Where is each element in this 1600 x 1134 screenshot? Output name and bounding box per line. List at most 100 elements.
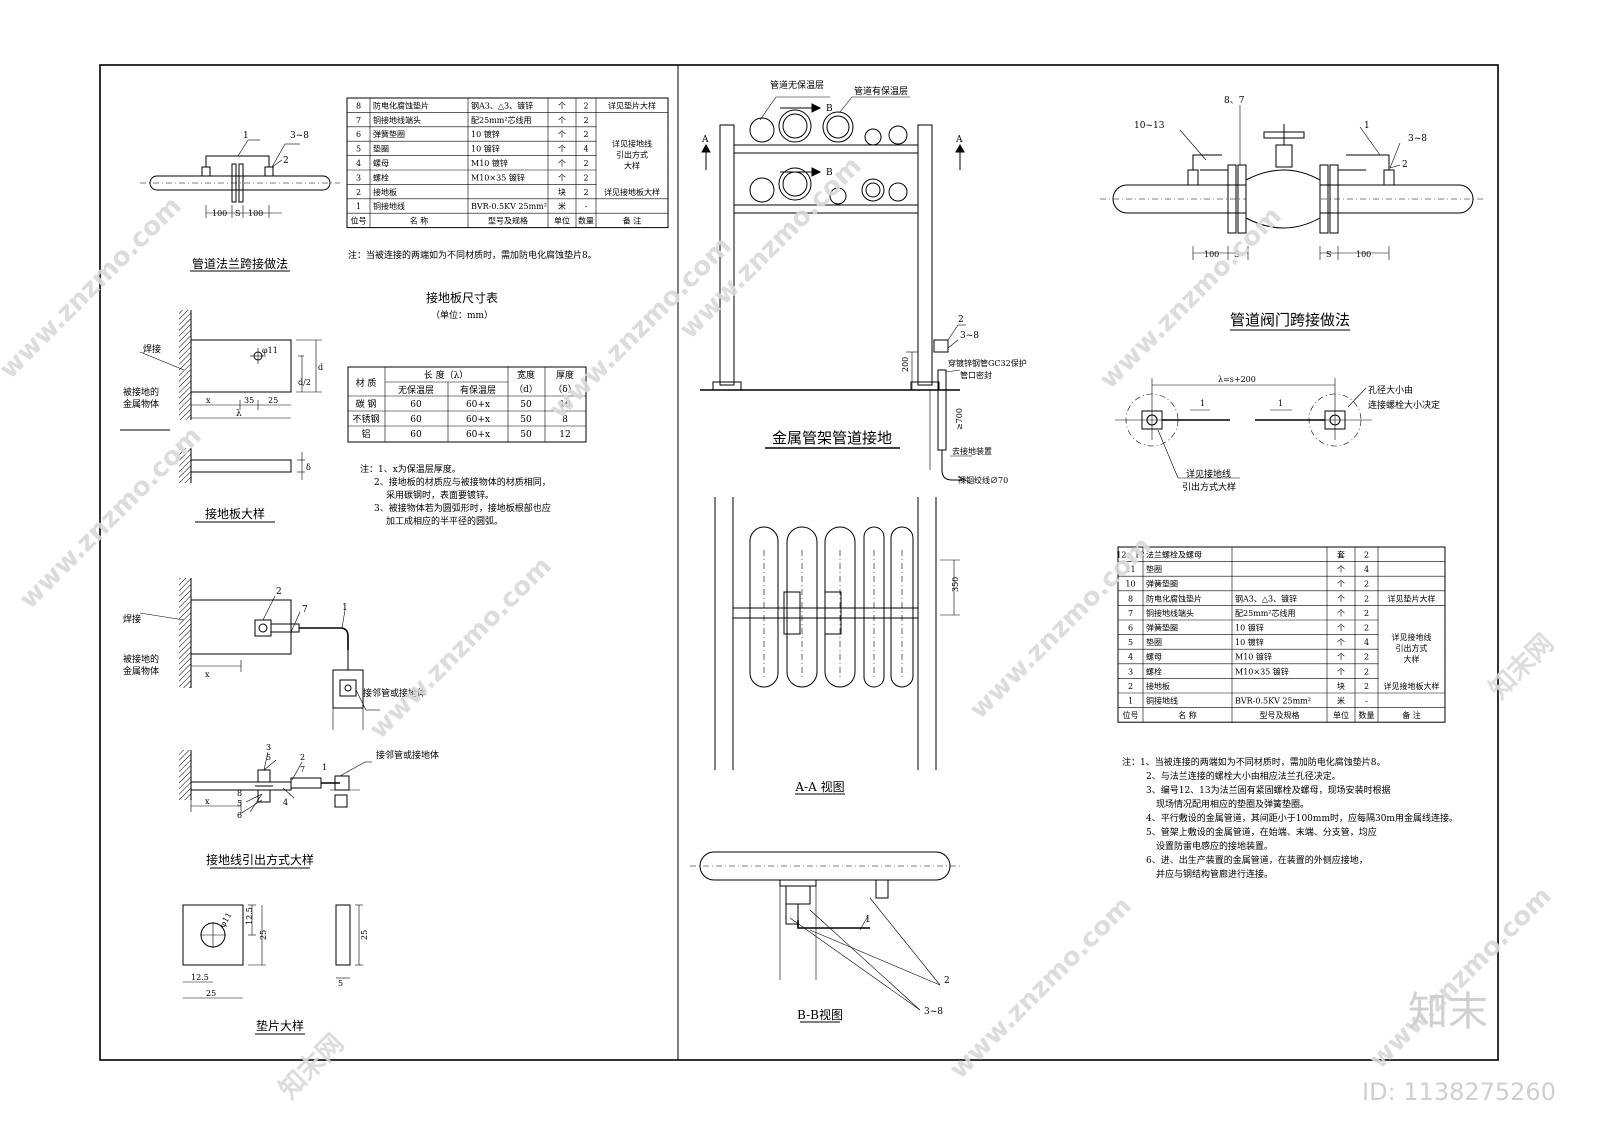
- washer-dim-5: 5: [338, 979, 343, 988]
- rtable-cell: 名 称: [1178, 710, 1197, 720]
- ltable-cell: 配25mm²芯线用: [471, 115, 532, 125]
- ltable-cell: 个: [558, 159, 566, 168]
- view-bb: [690, 851, 960, 1023]
- lead-detail-title: 接地线引出方式大样: [206, 852, 314, 867]
- ltable-cell: 备 注: [623, 216, 642, 226]
- ltable-cell: 详见接地板大样: [604, 187, 660, 197]
- rtable-merge-cell: [1378, 606, 1445, 693]
- plate-hole: φ11: [262, 346, 278, 355]
- rtable-cell: 10: [1125, 580, 1135, 589]
- lead-c1: 1: [342, 603, 348, 613]
- right-note: 现场情况配用相应的垫圈及弹簧垫圈。: [1156, 798, 1309, 810]
- washer-title: 垫片大样: [256, 1018, 304, 1033]
- rtable-cell: 2: [1364, 609, 1369, 618]
- valve-detail: [1100, 105, 1485, 331]
- rtable-cell: 防电化腐蚀垫片: [1146, 593, 1202, 603]
- right-note: 4、平行敷设的金属管道，其间距小于100mm时，应每隔30m用金属线连接。: [1146, 812, 1458, 824]
- pd-col-material: 材 质: [356, 377, 377, 389]
- pd-col-ins: 有保温层: [460, 384, 496, 396]
- valve-c10-13: 10~13: [1134, 121, 1165, 131]
- rtable-cell: 块: [1337, 681, 1345, 691]
- ltable-cell: 5: [356, 145, 361, 154]
- rtable-merge-note: 引出方式: [1396, 643, 1428, 653]
- rtable-cell: 个: [1337, 667, 1345, 676]
- washer-detail: [182, 904, 363, 1035]
- rack-dim-200: 200: [901, 357, 910, 372]
- rtable-cell: 配25mm²芯线用: [1235, 608, 1296, 618]
- plate-dim-d2: d/2: [298, 378, 311, 387]
- rtable-cell: 2: [1364, 551, 1369, 560]
- right-notes: 注：1、当被连接的两端如为不同材质时，需加防电化腐蚀垫片8。2、与法兰连接的螺栓…: [1122, 756, 1458, 880]
- ltable-cell: 8: [356, 101, 361, 110]
- rtable-cell: 1: [1128, 697, 1133, 706]
- plate-dim-notes: 注：1、x为保温层厚度。2、接地板的材质应与被接物体的材质相同，采用碳钢时，表面…: [360, 463, 551, 527]
- rack-c2: 2: [958, 315, 964, 325]
- ltable-cell: 米: [558, 201, 566, 211]
- rtable-cell: 2: [1364, 624, 1369, 633]
- rtable-cell: 11: [1125, 565, 1135, 574]
- flange-dim-100a: 100: [212, 209, 227, 218]
- lead-detail: [139, 578, 380, 730]
- aa-title: A-A 视图: [794, 779, 844, 794]
- ltable-cell: 螺母: [373, 158, 389, 168]
- plan-lead1: 详见接地线: [1186, 468, 1231, 480]
- rack-no-ins: 管道无保温层: [770, 79, 824, 91]
- lead-to-pipe: 接邻管或接地体: [363, 687, 426, 699]
- flange-callout-1: 1: [243, 131, 249, 141]
- rack-title: 金属管架管道接地: [772, 429, 892, 447]
- pd-col-thick: 厚度: [556, 369, 574, 381]
- rtable-cell: 型号及规格: [1260, 710, 1300, 720]
- plate-weld: 焊接: [143, 343, 161, 355]
- ltable-cell: M10 镀锌: [471, 158, 508, 168]
- pd-cell: 12: [559, 430, 570, 440]
- pd-cell: 碳 钢: [356, 398, 377, 410]
- pd-cell: 60+x: [466, 430, 490, 440]
- rack-a-left: A: [701, 135, 709, 145]
- pd-col-no-ins: 无保温层: [398, 384, 434, 396]
- valve-dim-sa: S: [1234, 250, 1239, 259]
- ltable-cell: 垫圈: [373, 144, 389, 154]
- ltable-cell: 10 镀锌: [471, 129, 500, 139]
- plate-dim-delta: δ: [306, 463, 311, 472]
- lead-c2b: 2: [300, 753, 305, 762]
- watermark-7: www.znzmo.com: [1094, 201, 1288, 395]
- washer-dim-125: 12.5: [245, 907, 254, 925]
- rtable-cell: 数量: [1359, 710, 1375, 720]
- plate-obj2: 金属物体: [123, 398, 159, 410]
- watermark-3: www.znzmo.com: [364, 551, 558, 745]
- ltable-cell: 位号: [351, 216, 367, 226]
- ltable-cell: 详见垫片大样: [608, 100, 656, 110]
- ltable-cell: 2: [583, 116, 588, 125]
- ltable-cell: 型号及规格: [488, 216, 528, 226]
- ltable-cell: 螺栓: [373, 172, 389, 182]
- watermark-8: www.znzmo.com: [944, 891, 1138, 1085]
- rtable-cell: 2: [1364, 580, 1369, 589]
- lead-c2: 2: [276, 587, 282, 597]
- watermark-1: www.znzmo.com: [0, 191, 188, 385]
- pd-cell: 10: [559, 400, 571, 410]
- ltable-cell: 防电化腐蚀垫片: [373, 100, 429, 110]
- flange-detail: [140, 139, 340, 272]
- lead-c8: 8: [237, 789, 242, 798]
- sheet-border: [99, 64, 1499, 1061]
- rtable-cell: 个: [1337, 624, 1345, 633]
- rtable-cell: M10×35 镀锌: [1235, 666, 1289, 676]
- plan-hole2: 连接螺栓大小决定: [1368, 399, 1440, 411]
- pd-note: 采用碳钢时，表面要镀锌。: [386, 489, 494, 501]
- lead-detail-bolted: [179, 750, 372, 869]
- lead-c6: 6: [237, 811, 242, 820]
- lead-weld: 焊接: [123, 613, 141, 625]
- rtable-cell: 详见接地板大样: [1384, 681, 1440, 691]
- rtable-cell: 单位: [1333, 710, 1349, 720]
- ltable-cell: 个: [558, 173, 566, 182]
- washer-dim-25: 25: [259, 930, 268, 940]
- pd-cell: 60: [410, 430, 422, 440]
- ltable-cell: 6: [356, 130, 361, 139]
- ltable-cell: 接地板: [373, 187, 397, 197]
- rtable-cell: 螺母: [1146, 652, 1162, 662]
- ltable-cell: 2: [583, 101, 588, 110]
- rtable-cell: 12、13: [1116, 551, 1144, 560]
- rtable-cell: 垫圈: [1146, 637, 1162, 647]
- rack-wire: 裸铜绞线∅70: [958, 475, 1008, 485]
